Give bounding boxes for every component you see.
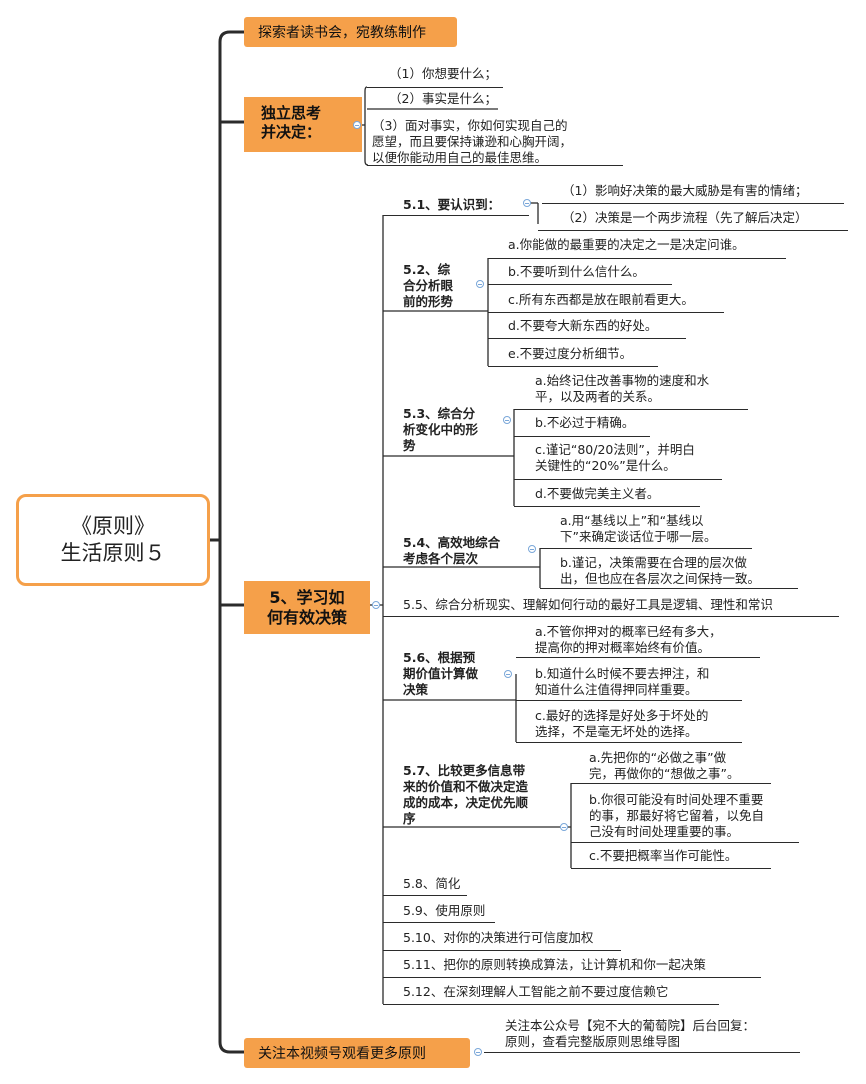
s52-item-e: e.不要过度分析细节。 <box>508 346 633 361</box>
s512-label: 5.12、在深刻理解人工智能之前不要过度信赖它 <box>403 984 669 999</box>
s56-item-a-underline <box>516 657 760 658</box>
collapse-icon[interactable] <box>474 1048 482 1056</box>
collapse-icon[interactable] <box>476 280 484 288</box>
s511-underline <box>383 977 761 978</box>
independent-item-3: （3）面对事实，你如何实现自己的愿望，而且要保持谦逊和心胸开阔，以便你能动用自己… <box>372 118 573 165</box>
s53-item-c: c.谨记“80/20法则”，并明白关键性的“20%”是什么。 <box>535 442 695 473</box>
root-topic[interactable]: 《原则》 生活原则５ <box>16 494 210 586</box>
root-subtitle: 生活原则５ <box>60 541 166 565</box>
s53-item-b-underline <box>514 436 650 437</box>
s56-item-b: b.知道什么时候不要去押注，和知道什么注值得押同样重要。 <box>535 666 710 697</box>
s56-item-c-underline <box>516 742 742 743</box>
s55-underline <box>383 616 839 617</box>
section5-node[interactable]: 5、学习如 何有效决策 <box>244 581 370 634</box>
bottom-banner-text: 关注本视频号观看更多原则 <box>258 1046 426 1062</box>
s56-item-c: c.最好的选择是好处多于坏处的选择，不是毫无坏处的选择。 <box>535 708 709 739</box>
s53-label: 5.3、综合分析变化中的形势 <box>403 406 479 453</box>
independent-title-line1: 独立思考 <box>261 104 322 122</box>
s52-item-c-underline <box>488 312 724 313</box>
s52-item-b-underline <box>488 284 672 285</box>
s56-item-b-underline <box>516 700 742 701</box>
s53-item-c-underline <box>514 479 722 480</box>
s51-item-1: （1）影响好决策的最大威胁是有害的情绪； <box>562 183 808 198</box>
top-banner[interactable]: 探索者读书会，宛教练制作 <box>244 17 457 47</box>
s52-item-b: b.不要听到什么信什么。 <box>508 264 645 279</box>
s57-item-b-underline <box>571 842 799 843</box>
s56-item-a: a.不管你押对的概率已经有多大，提高你的押对概率始终有价值。 <box>535 624 722 655</box>
collapse-icon[interactable] <box>504 670 512 678</box>
s52-item-a: a.你能做的最重要的决定之一是决定问谁。 <box>508 237 745 252</box>
independent-item-3-underline <box>367 165 623 166</box>
collapse-icon[interactable] <box>528 545 536 553</box>
s512-underline <box>383 1004 719 1005</box>
s52-item-d-underline <box>488 338 686 339</box>
collapse-icon[interactable] <box>353 121 361 129</box>
s59-label: 5.9、使用原则 <box>403 903 486 918</box>
s54-item-a-underline <box>540 548 752 549</box>
collapse-icon[interactable] <box>560 823 568 831</box>
s511-label: 5.11、把你的原则转换成算法，让计算机和你一起决策 <box>403 957 706 972</box>
s52-item-e-underline <box>488 366 658 367</box>
bottom-note: 关注本公众号【宛不大的葡萄院】后台回复：原则，查看完整版原则思维导图 <box>505 1018 756 1049</box>
independent-title-line2: 并决定： <box>261 123 322 141</box>
independent-item-2: （2）事实是什么； <box>389 91 497 106</box>
s57-item-c: c.不要把概率当作可能性。 <box>589 848 738 863</box>
s54-label: 5.4、高效地综合考虑各个层次 <box>403 535 501 566</box>
s52-item-a-underline <box>488 258 786 259</box>
s54-item-b: b.谨记，决策需要在合理的层次做出，但也应在各层次之间保持一致。 <box>560 555 761 586</box>
s57-label: 5.7、比较更多信息带来的价值和不做决定造成的成本，决定优先顺序 <box>403 763 529 826</box>
root-title: 《原则》 <box>71 514 155 538</box>
s52-label: 5.2、综合分析眼前的形势 <box>403 262 454 309</box>
s58-label: 5.8、简化 <box>403 876 461 891</box>
bottom-note-underline <box>484 1052 800 1053</box>
section5-title-line1: 5、学习如 <box>269 588 345 607</box>
s51-underline <box>383 215 529 216</box>
s57-item-c-underline <box>571 868 771 869</box>
independent-item-1: （1）你想要什么； <box>389 66 497 81</box>
s510-underline <box>383 950 621 951</box>
s53-item-d: d.不要做完美主义者。 <box>535 486 660 501</box>
s58-underline <box>383 895 467 896</box>
bottom-banner[interactable]: 关注本视频号观看更多原则 <box>244 1038 470 1068</box>
s54-item-a: a.用“基线以上”和“基线以下”来确定谈话位于哪一层。 <box>560 513 717 544</box>
s53-item-b: b.不必过于精确。 <box>535 415 635 430</box>
s51-item-2: （2）决策是一个两步流程（先了解后决定） <box>562 210 808 225</box>
s59-underline <box>383 922 495 923</box>
collapse-icon[interactable] <box>503 416 511 424</box>
independent-thinking-node[interactable]: 独立思考 并决定： <box>244 97 362 152</box>
s52-item-d: d.不要夸大新东西的好处。 <box>508 318 658 333</box>
s510-label: 5.10、对你的决策进行可信度加权 <box>403 930 594 945</box>
independent-item-1-underline <box>367 87 503 88</box>
s53-item-d-underline <box>514 506 700 507</box>
collapse-icon[interactable] <box>523 199 531 207</box>
section5-title-line2: 何有效决策 <box>266 608 347 627</box>
s56-label: 5.6、根据预期价值计算做决策 <box>403 650 479 697</box>
s51-item-1-underline <box>542 203 844 204</box>
s55-label: 5.5、综合分析现实、理解如何行动的最好工具是逻辑、理性和常识 <box>403 597 773 612</box>
s53-item-a: a.始终记住改善事物的速度和水平，以及两者的关系。 <box>535 373 710 404</box>
top-banner-text: 探索者读书会，宛教练制作 <box>258 25 426 41</box>
s53-item-a-underline <box>514 409 748 410</box>
collapse-icon[interactable] <box>372 601 380 609</box>
s57-item-a: a.先把你的“必做之事”做完，再做你的“想做之事”。 <box>589 750 740 781</box>
s57-item-b: b.你很可能没有时间处理不重要的事，那最好将它留着，以免自己没有时间处理重要的事… <box>589 792 765 839</box>
s51-label: 5.1、要认识到： <box>403 197 501 212</box>
s54-item-b-underline <box>540 588 798 589</box>
s52-item-c: c.所有东西都是放在眼前看更大。 <box>508 292 694 307</box>
s51-item-2-underline <box>538 230 848 231</box>
s57-item-a-underline <box>571 783 771 784</box>
